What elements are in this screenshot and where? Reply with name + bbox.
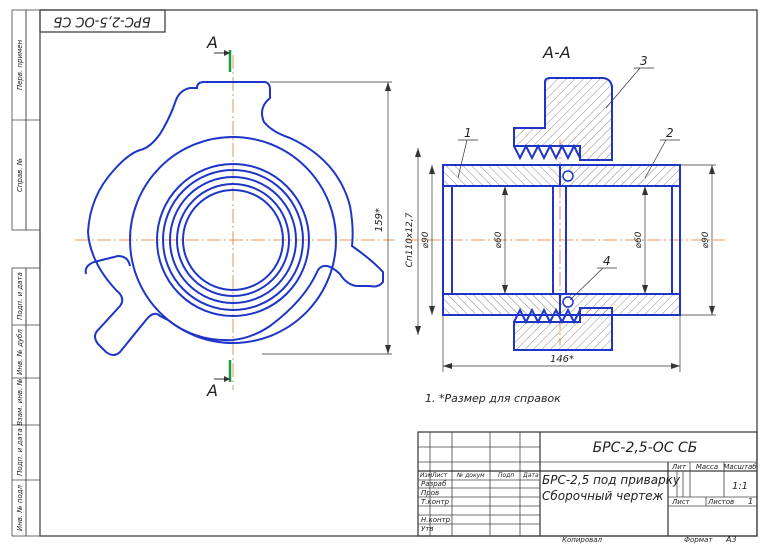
- strip-label: Перв. примен: [16, 39, 24, 90]
- strip-label: Подп. и дата: [16, 272, 24, 320]
- strip-label: Инв. № дубл: [16, 329, 24, 375]
- col-lit: Лит: [671, 463, 687, 471]
- role: Разраб: [421, 480, 447, 488]
- dimension-d90-left: ⌀90: [421, 231, 431, 248]
- front-view: А А 159*: [75, 33, 395, 400]
- row-header: Дата: [522, 472, 539, 479]
- left-strip: Перв. примен Справ. № Подп. и дата Инв. …: [11, 9, 41, 537]
- sheets-value: 1: [748, 497, 753, 506]
- section-title: А-А: [542, 43, 571, 62]
- role: Т.контр: [421, 498, 450, 506]
- dimension-d90-right: ⌀90: [701, 231, 711, 248]
- title-block: БРС-2,5-ОС СБ БРС-2,5 под приварку Сборо…: [417, 431, 758, 537]
- col-mass: Масса: [696, 463, 718, 471]
- sheet-label: Лист: [671, 498, 691, 506]
- title-name-line1: БРС-2,5 под приварку: [542, 473, 681, 487]
- strip-label: Справ. №: [16, 158, 24, 192]
- section-view: А-А Сп110х12,7: [405, 43, 725, 372]
- footer-copied: Копировал: [562, 536, 603, 544]
- position-3: 3: [640, 54, 648, 68]
- top-stamp-text: БРС-2,5-ОС СБ: [53, 14, 150, 29]
- dimension-thread: Сп110х12,7: [405, 212, 415, 267]
- drawing-frame: [39, 9, 758, 537]
- dimension-146: 146*: [550, 354, 574, 365]
- row-header: Изм: [420, 472, 433, 479]
- note-text: 1. *Размер для справок: [425, 392, 561, 405]
- position-2: 2: [666, 126, 674, 140]
- position-1: 1: [464, 126, 472, 140]
- scale-value: 1:1: [732, 481, 748, 492]
- footer-format-value: А3: [725, 535, 737, 544]
- title-name-line2: Сборочный чертеж: [542, 489, 664, 503]
- section-letter-top: А: [206, 33, 218, 52]
- strip-label: Инв. № подл: [16, 484, 24, 531]
- section-letter-bottom: А: [206, 381, 218, 400]
- title-designation: БРС-2,5-ОС СБ: [593, 440, 698, 456]
- strip-label: Подп. и дата: [16, 428, 24, 476]
- role: Н.контр: [421, 516, 451, 524]
- col-scale: Масштаб: [723, 463, 757, 471]
- sheets-label: Листов: [707, 498, 734, 506]
- role: Пров: [421, 489, 439, 497]
- role: Утв: [421, 525, 433, 533]
- row-header: Подп: [498, 472, 514, 479]
- position-4: 4: [603, 254, 611, 268]
- row-header: № докум: [456, 472, 485, 479]
- row-header: Лист: [431, 472, 448, 479]
- dimension-d60-left: ⌀60: [494, 231, 504, 248]
- strip-label: Взам. инв. №: [16, 378, 24, 426]
- dimension-159: 159*: [374, 208, 385, 232]
- footer-format: Формат: [684, 536, 713, 544]
- dimension-d60-right: ⌀60: [634, 231, 644, 248]
